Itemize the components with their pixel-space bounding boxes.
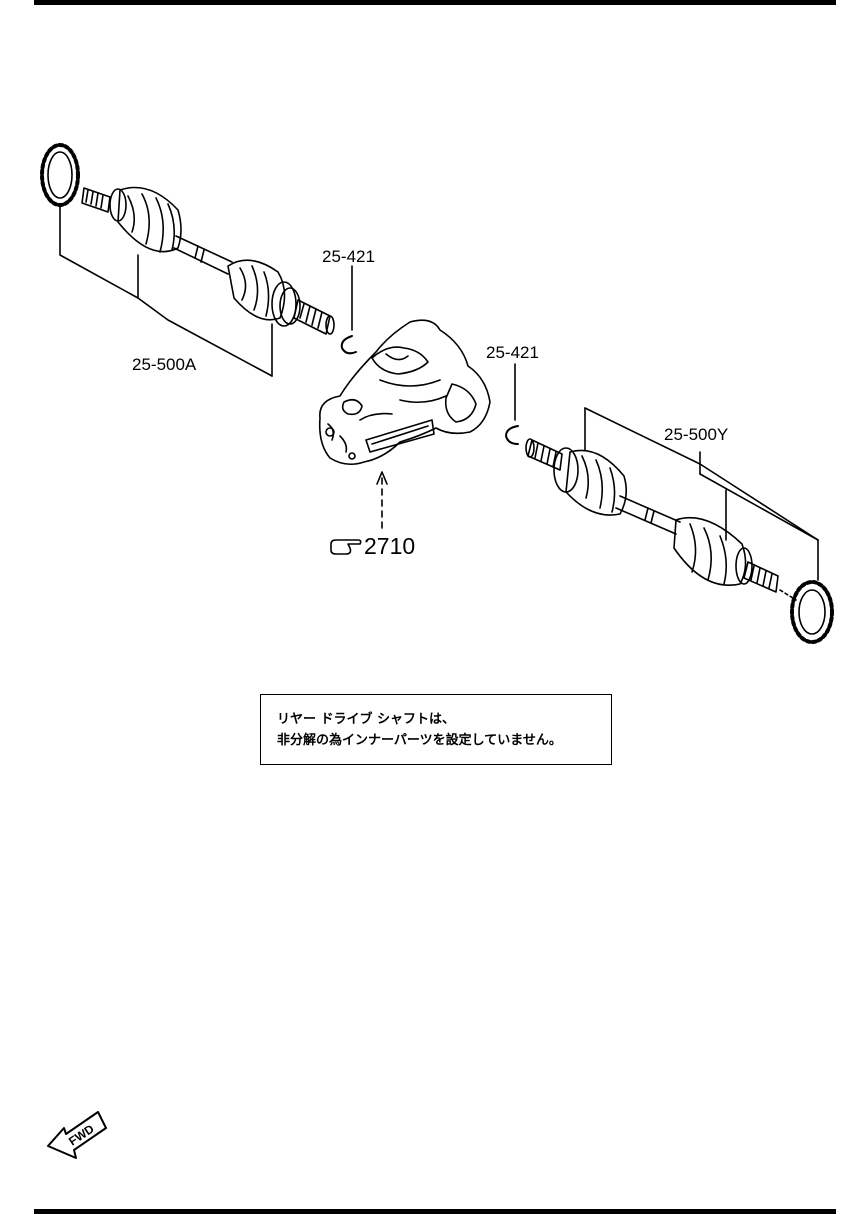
- note-box: リヤー ドライブ シャフトは、 非分解の為インナーパーツを設定していません。: [260, 694, 612, 765]
- pointing-hand-icon: [330, 539, 362, 555]
- circlip-left-label: 25-421: [322, 247, 375, 266]
- note-line-1: リヤー ドライブ シャフトは、: [277, 712, 456, 727]
- shaft-left-leader: [59, 204, 273, 377]
- bottom-border-rule: [34, 1209, 836, 1214]
- fwd-arrow-icon: [47, 1111, 107, 1159]
- shaft-right-label: 25-500Y: [664, 425, 728, 444]
- rear-differential: [318, 319, 491, 466]
- right-circlip: [505, 363, 519, 445]
- shaft-right-leader: [584, 407, 819, 581]
- right-abs-ring: [779, 580, 834, 644]
- circlip-right-label: 25-421: [486, 343, 539, 362]
- shaft-left-label: 25-500A: [132, 355, 197, 374]
- left-circlip: [340, 265, 357, 355]
- differential-reference-label[interactable]: 2710: [364, 533, 415, 559]
- right-drive-shaft: [525, 438, 779, 593]
- top-border-rule: [34, 0, 836, 5]
- left-drive-shaft: [81, 186, 335, 335]
- note-line-2: 非分解の為インナーパーツを設定していません。: [277, 733, 562, 748]
- left-abs-ring: [40, 143, 80, 207]
